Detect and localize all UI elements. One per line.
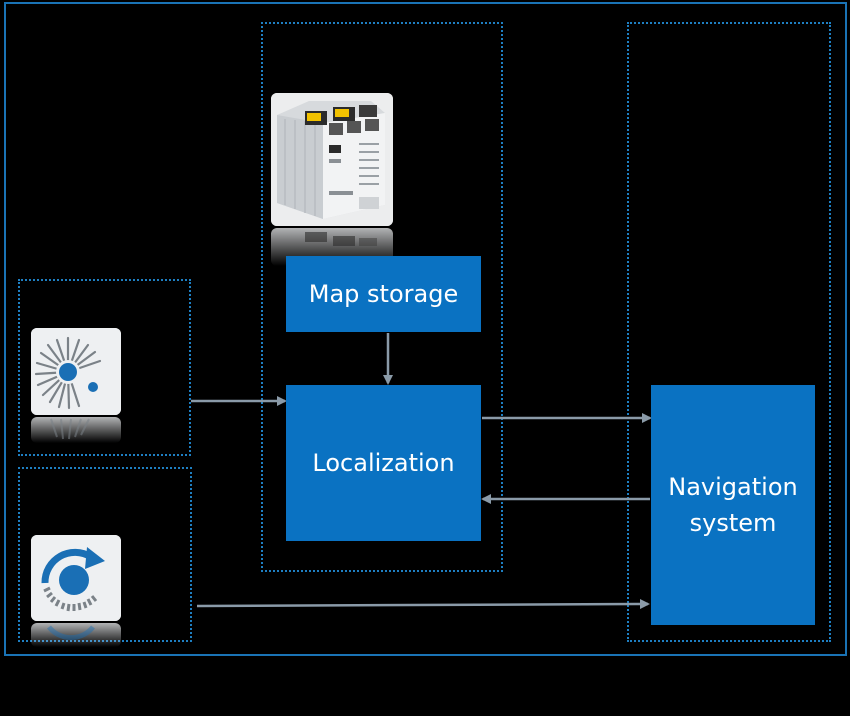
rotary-encoder-icon <box>31 535 121 621</box>
controller-group <box>261 22 503 572</box>
system-frame <box>4 2 847 656</box>
map-storage-label: Map storage <box>308 280 459 308</box>
navigation-group <box>627 22 831 642</box>
localization-block: Localization <box>286 385 481 541</box>
laser-scanner-icon <box>31 328 121 415</box>
navigation-system-label: Navigation system <box>668 473 798 537</box>
scanner-group <box>18 279 191 456</box>
safety-controller-hardware-icon <box>271 93 393 226</box>
encoder-reflection <box>31 623 121 647</box>
map-storage-block: Map storage <box>286 256 481 332</box>
navigation-system-block: Navigation system <box>651 385 815 625</box>
scanner-reflection <box>31 417 121 443</box>
arrow-encoder-to-navigation <box>196 599 650 610</box>
localization-label: Localization <box>312 449 455 477</box>
